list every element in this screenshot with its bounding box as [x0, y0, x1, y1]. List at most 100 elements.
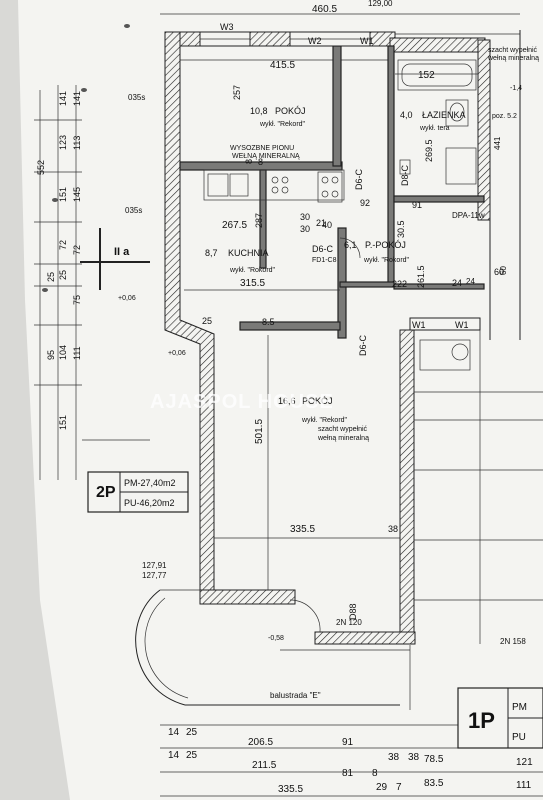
- dim-2615: 261.5: [416, 265, 426, 288]
- window-w1: W1: [360, 36, 374, 46]
- dim-b1-1: 25: [186, 727, 198, 738]
- box1p-pu: PU: [512, 732, 526, 743]
- window-w3: W3: [220, 22, 234, 32]
- dim-b3-2: 7: [396, 782, 402, 793]
- room-pokoj-main-name: POKÓJ: [302, 396, 333, 406]
- left-dimension-lines: [34, 85, 150, 480]
- dim-305: 30.5: [396, 220, 406, 238]
- door-d8c: D8-C: [400, 164, 410, 186]
- dim-91: 91: [412, 200, 422, 210]
- room-ppokoj-floor: wykł. "Rokord": [363, 257, 410, 264]
- dim-60: 60: [494, 267, 504, 277]
- binder-holes: [42, 24, 130, 292]
- note-fill-main: szacht wypełnić: [318, 426, 368, 433]
- dim-b2-2: 211.5: [252, 760, 277, 771]
- level-006-1: +0,06: [118, 295, 136, 302]
- dim-24: 24: [452, 278, 462, 288]
- dim-top-152: 152: [418, 70, 435, 81]
- right-side-structure: 441 24 60 szacht wypełnić wełną mineraln…: [414, 30, 543, 644]
- level-058: -0,58: [268, 635, 284, 642]
- room-kuchnia-floor: wykł. "Rokord": [229, 267, 276, 274]
- dim-left-c1: 141: [72, 91, 82, 106]
- dim-b2-5: 8: [372, 768, 378, 779]
- dim-2695: 269.5: [424, 139, 434, 162]
- door-dpa: DPA-11w: [452, 211, 485, 220]
- inner-dimensions: 257 8 269.5 267.5 287 92 30 315.5 30.5 2…: [184, 85, 504, 590]
- door-d88: D88: [348, 603, 358, 620]
- dim-left-b3: 25: [46, 272, 56, 282]
- right-dim-441: 441: [493, 136, 502, 150]
- dim-b1-6: 121: [516, 757, 533, 768]
- dim-top-415: 415.5: [270, 60, 295, 71]
- dim-left-7: 151: [58, 415, 68, 430]
- dim-b3-0: 335.5: [278, 784, 303, 795]
- room-pokoj-main-floor: wykł. "Rekord": [301, 417, 348, 424]
- level-006-2: +0,06: [168, 350, 186, 357]
- interior-walls: [179, 45, 485, 339]
- room-ppokoj-name: P.-POKÓJ: [365, 240, 406, 250]
- dim-left-c5: 75: [72, 295, 82, 305]
- dim-left-4: 72: [58, 240, 68, 250]
- dim-b2-4: 38: [408, 752, 420, 763]
- level-035s-1: 035s: [128, 93, 145, 102]
- room-labels: 10,8 POKÓJ wykł. "Rekord" WYSOZBNE PIONU…: [205, 106, 466, 442]
- balcony: balustrada "E" -0,58: [135, 589, 411, 710]
- dim-40: 40: [322, 220, 332, 230]
- room-pokoj-top-area: 10,8: [250, 106, 268, 116]
- door-2n120: 2N 120: [336, 618, 362, 627]
- window-w2: W2: [308, 36, 322, 46]
- dim-b3-1: 29: [376, 782, 388, 793]
- room-lazienka-area: 4,0: [400, 110, 413, 120]
- height-12777: 127,77: [142, 571, 167, 580]
- windows: W3 W2 W1 W1 W1: [199, 22, 481, 331]
- dim-b1-3: 91: [342, 737, 354, 748]
- dim-b1-2: 206.5: [248, 737, 273, 748]
- dim-b2-1: 25: [186, 750, 198, 761]
- right-dim-24: 24: [466, 277, 475, 286]
- dim-2675: 267.5: [222, 220, 247, 231]
- box2p-code: 2P: [96, 484, 116, 501]
- note-fill-top: WYSOZBNE PIONU: [230, 145, 294, 152]
- door-labels: D6-C D8-C D6-C FD1-C8 D6-C D88 DPA-11w 2…: [142, 164, 526, 646]
- door-d6c-top: D6-C: [354, 168, 364, 190]
- dim-257: 257: [232, 85, 242, 100]
- door-d6c-low: D6-C: [358, 334, 368, 356]
- box1p-code: 1P: [468, 708, 495, 733]
- window-w1c: W1: [455, 320, 469, 330]
- dim-287: 287: [254, 213, 264, 228]
- box-1p: 1P PM PU: [457, 687, 543, 749]
- dim-8-a: 8: [244, 159, 254, 164]
- door-d6c-mid: D6-C: [312, 244, 334, 254]
- room-pokoj-top-name: POKÓJ: [275, 106, 306, 116]
- room-ppokoj-area: 6,1: [344, 240, 357, 250]
- note-fill-main2: wełną mineralną: [317, 435, 369, 442]
- dim-left-c6: 111: [72, 346, 82, 360]
- dim-85: 8.5: [262, 317, 275, 327]
- dim-b2-7: 111: [516, 780, 532, 791]
- dim-92: 92: [360, 198, 370, 208]
- dim-21: 21: [316, 218, 326, 228]
- box2p-pu: PU-46,20m2: [124, 498, 175, 508]
- room-lazienka-name: ŁAZIENKA: [422, 110, 466, 120]
- room-lazienka-floor: wykł. tera: [419, 125, 450, 132]
- door-d6c-mid2: FD1-C8: [312, 257, 337, 264]
- right-dim-60: 60: [499, 266, 508, 275]
- box-2p: 2P PM-27,40m2 PU-46,20m2: [87, 471, 189, 513]
- axis-label: II a: [114, 246, 130, 258]
- height-12791: 127,91: [142, 561, 167, 570]
- dim-3155: 315.5: [240, 278, 265, 289]
- door-2n158: 2N 158: [500, 637, 526, 646]
- dim-left-3: 151: [58, 187, 68, 202]
- bathroom-fixtures: poz. 5.2 -1,4: [397, 59, 522, 185]
- note-fill-top2: WEŁNĄ MINERALNĄ: [232, 153, 300, 160]
- kitchen-fixtures: [203, 169, 345, 203]
- dim-left-1: 141: [58, 91, 68, 106]
- dim-b2-3: 81: [342, 768, 354, 779]
- window-w1b: W1: [412, 320, 426, 330]
- dim-left-2: 123: [58, 135, 68, 150]
- dim-5015: 501.5: [254, 419, 265, 444]
- dim-left-6: 104: [58, 345, 68, 360]
- dim-30-b: 30: [300, 224, 310, 234]
- bath-level: poz. 5.2: [492, 113, 517, 120]
